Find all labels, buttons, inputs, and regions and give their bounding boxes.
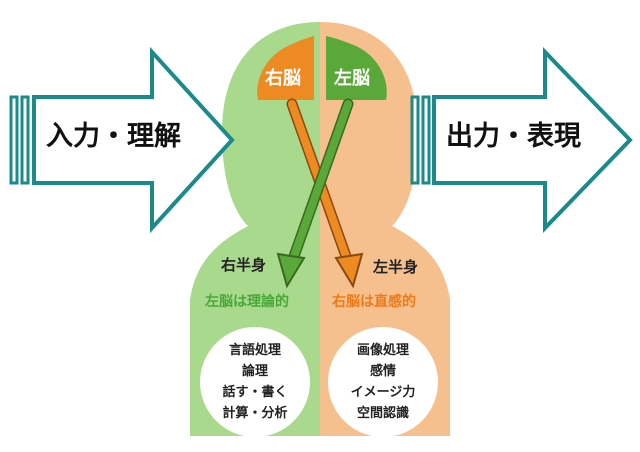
list-item: 言語処理 (228, 343, 281, 358)
left-brain-hemisphere (326, 36, 387, 100)
left-functions-list: 言語処理 論理 話す・書く 計算・分析 (205, 340, 305, 424)
output-arrow-stripe-2 (421, 95, 431, 185)
right-functions-list: 画像処理 感情 イメージ力 空間認識 (333, 340, 433, 424)
output-arrow-label: 出力・表現 (446, 121, 581, 152)
input-arrow (9, 46, 235, 234)
left-functions-circle (200, 327, 310, 437)
orange-arrowhead (334, 252, 364, 289)
left-brain-label: 左脳 (334, 68, 370, 89)
left-brain-heading: 左脳は理論的 (205, 294, 289, 310)
input-arrow-body (32, 46, 235, 234)
list-item: 空間認識 (356, 406, 409, 421)
list-item: 計算・分析 (222, 406, 288, 421)
right-functions-circle (328, 327, 438, 437)
list-item: 感情 (369, 364, 396, 379)
output-arrow-body (432, 47, 633, 233)
right-brain-label: 右脳 (265, 68, 301, 89)
cross-arrow-green (276, 98, 354, 289)
output-arrow (410, 47, 633, 233)
right-brain-heading: 右脳は直感的 (332, 294, 416, 310)
left-half-body-label: 左半身 (373, 258, 419, 276)
list-item: 画像処理 (356, 343, 409, 358)
output-arrow-stripe-1 (410, 95, 420, 185)
right-half-body-label: 右半身 (221, 256, 267, 274)
input-arrow-stripe-1 (9, 95, 19, 185)
list-item: 論理 (241, 364, 268, 379)
green-arrowhead (276, 252, 306, 289)
list-item: 話す・書く (222, 385, 288, 400)
list-item: イメージ力 (350, 385, 416, 400)
input-arrow-stripe-2 (20, 95, 30, 185)
input-arrow-label: 入力・理解 (46, 121, 181, 152)
right-brain-hemisphere (257, 36, 314, 100)
